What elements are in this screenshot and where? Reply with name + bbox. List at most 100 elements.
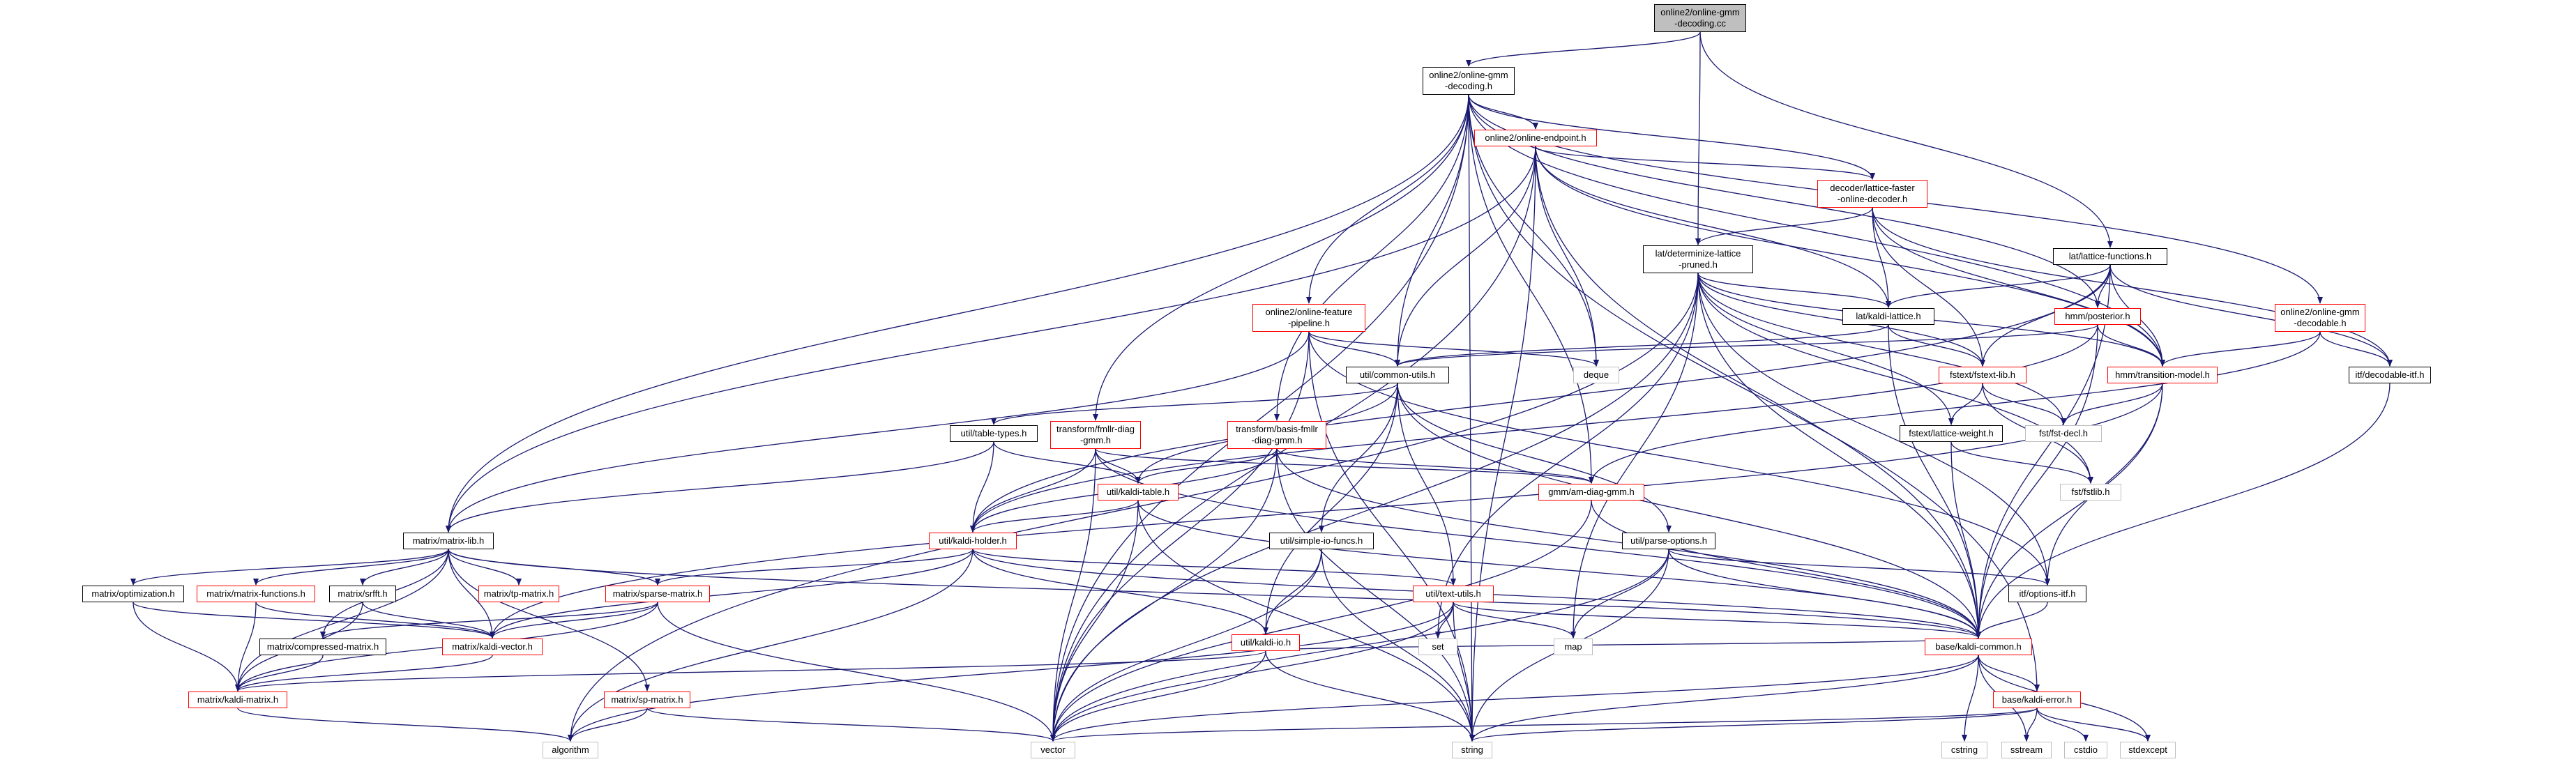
node-tp-matrix-h[interactable]: matrix/tp-matrix.h	[478, 586, 559, 602]
node-set[interactable]: set	[1418, 639, 1457, 655]
node-online-gmm-decoding-h[interactable]: online2/online-gmm -decoding.h	[1423, 67, 1515, 95]
edge-mf-kv	[255, 602, 495, 639]
node-online-gmm-decodable-h[interactable]: online2/online-gmm -decodable.h	[2275, 304, 2365, 332]
node-determinize-lattice-pruned-h[interactable]: lat/determinize-lattice -pruned.h	[1643, 245, 1753, 273]
edge-sio-str	[1321, 549, 1475, 742]
node-matrix-functions-h[interactable]: matrix/matrix-functions.h	[197, 586, 315, 602]
node-online-feature-pipeline-h[interactable]: online2/online-feature -pipeline.h	[1252, 304, 1365, 332]
edge-lfun-ditf	[2109, 264, 2393, 367]
edge-lfd-kl	[1872, 207, 1891, 308]
node-common-utils-h[interactable]: util/common-utils.h	[1346, 367, 1449, 383]
edge-tu-alg	[568, 602, 1454, 742]
edge-root-dec	[1466, 31, 1701, 67]
edge-gdec-am	[1589, 331, 2321, 484]
edge-fmllr-am	[1095, 448, 1594, 484]
node-am-diag-gmm-h[interactable]: gmm/am-diag-gmm.h	[1538, 484, 1644, 501]
edge-feat-cu	[1308, 331, 1400, 367]
node-stdexcept[interactable]: stdexcept	[2120, 742, 2176, 758]
node-transition-model-h[interactable]: hmm/transition-model.h	[2107, 367, 2218, 383]
node-kaldi-common-h[interactable]: base/kaldi-common.h	[1925, 639, 2032, 655]
node-kaldi-error-h[interactable]: base/kaldi-error.h	[1993, 692, 2081, 708]
node-parse-options-h[interactable]: util/parse-options.h	[1622, 533, 1715, 549]
node-cstdio[interactable]: cstdio	[2064, 742, 2107, 758]
edge-po-vec	[1050, 549, 1669, 742]
node-fstlib-h[interactable]: fst/fstlib.h	[2060, 484, 2121, 501]
node-basis-fmllr-diag-gmm-h[interactable]: transform/basis-fmllr -diag-gmm.h	[1227, 421, 1326, 449]
edge-ml-kc	[448, 549, 1981, 639]
edge-lfd-tm	[1872, 207, 2165, 367]
node-online-endpoint-h[interactable]: online2/online-endpoint.h	[1474, 130, 1597, 146]
edge-dec-feat	[1306, 94, 1469, 304]
node-kaldi-holder-h[interactable]: util/kaldi-holder.h	[929, 533, 1017, 549]
edge-cu-kc	[1397, 383, 1981, 639]
edge-dec-lfd	[1468, 94, 1875, 180]
edge-tt-ktab	[993, 441, 1141, 484]
edge-ktab-kh	[970, 500, 1139, 533]
edge-opt-km	[132, 602, 241, 692]
edge-ke-stdex	[2036, 708, 2151, 742]
node-simple-io-funcs-h[interactable]: util/simple-io-funcs.h	[1269, 533, 1374, 549]
node-kaldi-table-h[interactable]: util/kaldi-table.h	[1098, 484, 1179, 501]
edge-mf-km	[235, 602, 257, 692]
node-lattice-functions-h[interactable]: lat/lattice-functions.h	[2053, 248, 2167, 265]
edge-det-lw	[1697, 273, 1954, 425]
edge-fmllr-kh	[970, 448, 1096, 533]
node-options-itf-h[interactable]: itf/options-itf.h	[2008, 586, 2086, 602]
edge-kio-km	[235, 650, 1266, 692]
node-fst-decl-h[interactable]: fst/fst-decl.h	[2025, 425, 2102, 442]
edge-det-oitf	[1697, 273, 2050, 586]
node-kaldi-lattice-h[interactable]: lat/kaldi-lattice.h	[1842, 308, 1934, 325]
node-kaldi-vector-h[interactable]: matrix/kaldi-vector.h	[442, 639, 543, 655]
edge-group	[130, 31, 2393, 742]
node-hmm-posterior-h[interactable]: hmm/posterior.h	[2054, 308, 2141, 325]
edge-srfft-kv	[362, 602, 495, 639]
edge-kv-km	[235, 655, 493, 692]
node-lattice-weight-h[interactable]: fstext/lattice-weight.h	[1900, 425, 2003, 442]
edge-ml-km	[235, 549, 449, 692]
node-text-utils-h[interactable]: util/text-utils.h	[1413, 586, 1494, 602]
node-srfft-h[interactable]: matrix/srfft.h	[329, 586, 396, 602]
edge-kc-str	[1469, 655, 1979, 742]
node-fstext-lib-h[interactable]: fstext/fstext-lib.h	[1939, 367, 2026, 383]
edge-det-alg	[568, 273, 1699, 742]
node-matrix-lib-h[interactable]: matrix/matrix-lib.h	[403, 533, 494, 549]
node-sstream[interactable]: sstream	[2001, 742, 2052, 758]
node-cstring[interactable]: cstring	[1941, 742, 1987, 758]
edge-am-vec	[1050, 500, 1592, 742]
edge-root-lfun	[1699, 31, 2113, 248]
node-compressed-matrix-h[interactable]: matrix/compressed-matrix.h	[259, 639, 386, 655]
node-table-types-h[interactable]: util/table-types.h	[950, 425, 1038, 442]
edge-kl-cu	[1395, 324, 1889, 367]
edge-sm-kv	[490, 602, 658, 639]
edge-sio-vec	[1050, 549, 1322, 742]
edge-lfd-fst	[1872, 207, 1985, 367]
edge-cm-km	[235, 655, 324, 692]
edge-kh-kv	[490, 549, 973, 639]
edge-tt-kh	[970, 441, 994, 533]
node-optimization-h[interactable]: matrix/optimization.h	[82, 586, 184, 602]
node-sparse-matrix-h[interactable]: matrix/sparse-matrix.h	[605, 586, 710, 602]
node-lattice-faster-online-decoder-h[interactable]: decoder/lattice-faster -online-decoder.h	[1817, 180, 1927, 208]
node-string[interactable]: string	[1452, 742, 1492, 758]
edge-ke-vec	[1050, 708, 2038, 742]
node-kaldi-matrix-h[interactable]: matrix/kaldi-matrix.h	[188, 692, 287, 708]
edge-dec-fmllr	[1093, 94, 1469, 421]
node-vector[interactable]: vector	[1031, 742, 1075, 758]
node-kaldi-io-h[interactable]: util/kaldi-io.h	[1232, 634, 1300, 651]
node-deque[interactable]: deque	[1573, 367, 1619, 383]
edge-det-fstlib	[1697, 273, 2093, 484]
edge-basis-ktab	[1135, 448, 1278, 484]
node-decodable-itf-h[interactable]: itf/decodable-itf.h	[2349, 367, 2431, 383]
node-sp-matrix-h[interactable]: matrix/sp-matrix.h	[604, 692, 690, 708]
edge-oitf-kc	[1976, 602, 2048, 639]
node-map[interactable]: map	[1554, 639, 1593, 655]
node-fmllr-diag-gmm-h[interactable]: transform/fmllr-diag -gmm.h	[1050, 421, 1141, 449]
edge-post-kh	[970, 324, 2098, 533]
edge-basis-str	[1276, 448, 1475, 742]
edge-ml-sp	[448, 549, 650, 692]
edge-cu-tt	[991, 383, 1398, 425]
node-algorithm[interactable]: algorithm	[543, 742, 598, 758]
edge-fst-fdecl	[1982, 383, 2066, 425]
edge-ml-kv	[448, 549, 495, 639]
